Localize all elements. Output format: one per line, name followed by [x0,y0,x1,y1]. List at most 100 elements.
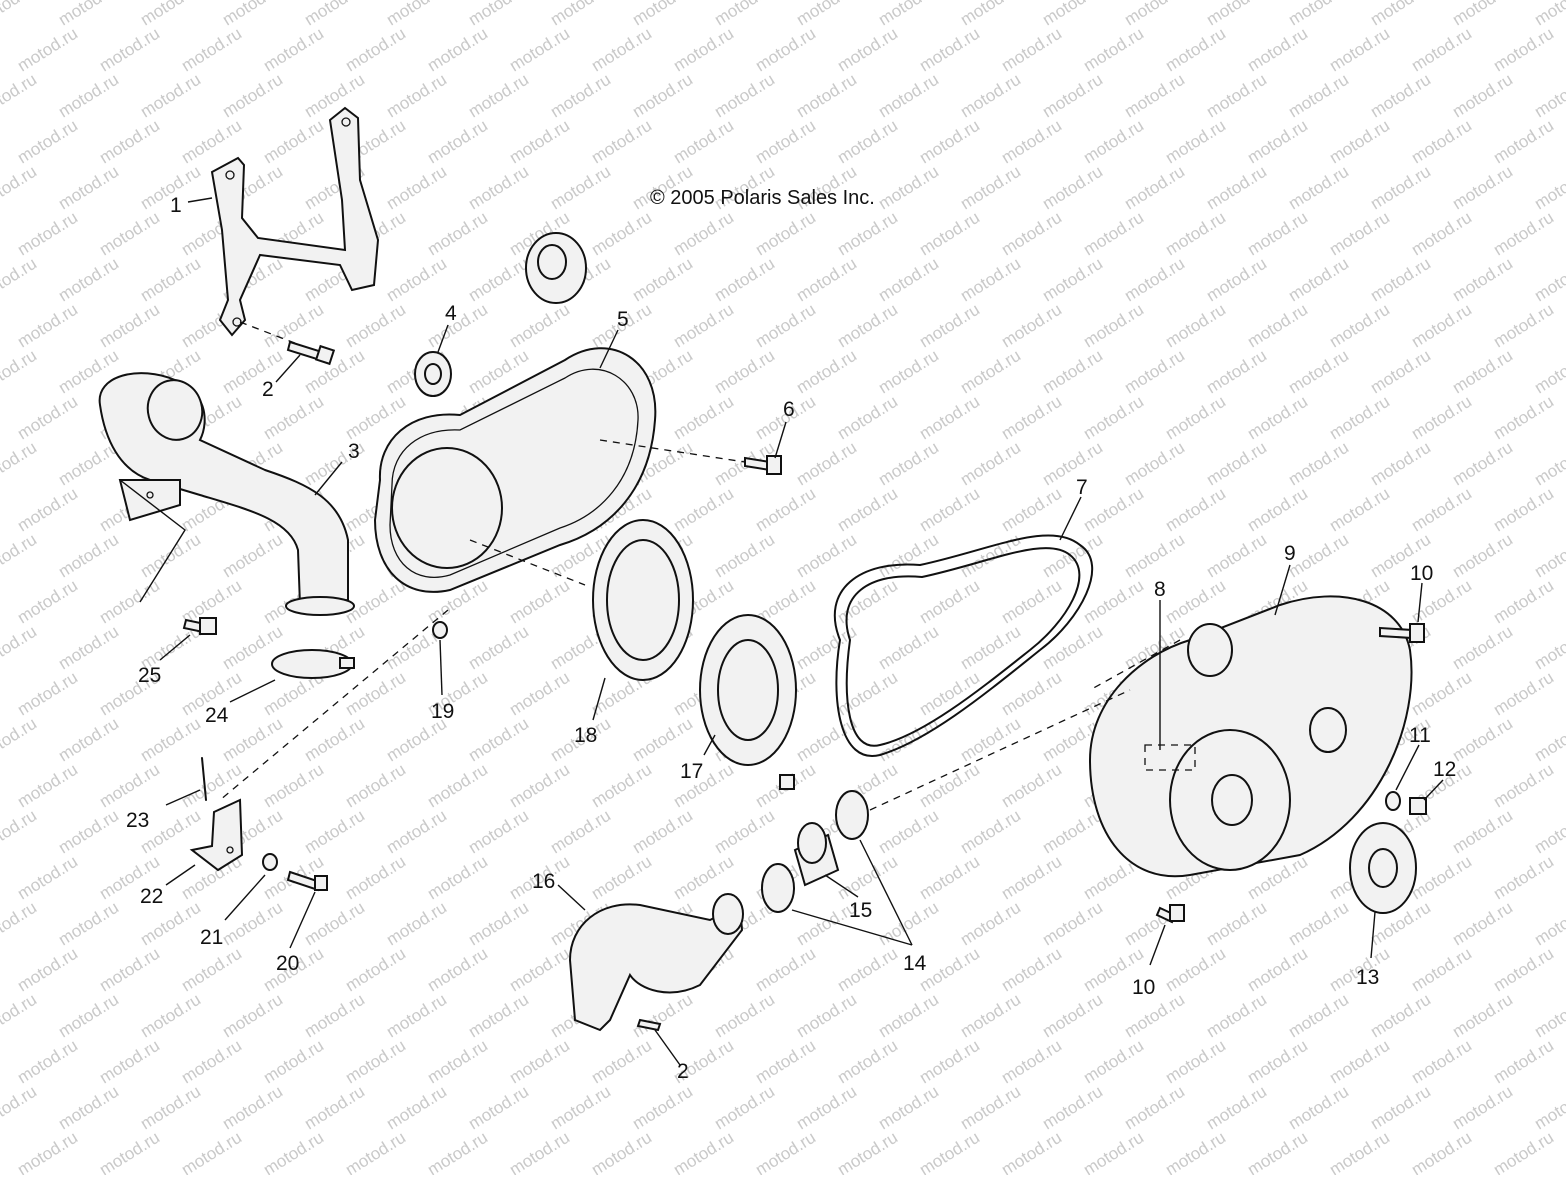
watermark-text: motod.ru [1162,576,1229,628]
part-14-clamp-left [761,863,795,913]
watermark-text: motod.ru [1490,392,1557,444]
part-20-bolt [286,870,328,892]
watermark-text: motod.ru [506,24,573,76]
watermark-text: motod.ru [957,346,1024,398]
watermark-text: motod.ru [1039,346,1106,398]
watermark-text: motod.ru [957,806,1024,858]
watermark-text: motod.ru [1326,300,1393,352]
watermark-text: motod.ru [1531,622,1566,674]
watermark-text: motod.ru [1162,24,1229,76]
watermark-text: motod.ru [55,1082,122,1134]
watermark-text: motod.ru [301,70,368,122]
watermark-text: motod.ru [55,622,122,674]
watermark-text: motod.ru [588,116,655,168]
watermark-text: motod.ru [1326,484,1393,536]
part-14-clamp-right [835,790,869,840]
watermark-text: motod.ru [1244,208,1311,260]
part-19-washer [432,621,448,639]
watermark-text: motod.ru [1162,944,1229,996]
watermark-text: motod.ru [793,530,860,582]
watermark-text: motod.ru [1080,24,1147,76]
assembly-line-19-22 [219,609,449,801]
watermark-text: motod.ru [1244,24,1311,76]
watermark-text: motod.ru [1326,208,1393,260]
callout-10-bottom: 10 [1132,976,1155,999]
watermark-text: motod.ru [957,990,1024,1042]
watermark-text: motod.ru [1162,392,1229,444]
watermark-text: motod.ru [465,714,532,766]
watermark-text: motod.ru [1039,622,1106,674]
watermark-text: motod.ru [752,944,819,996]
watermark-text: motod.ru [752,300,819,352]
watermark-text: motod.ru [916,300,983,352]
callout-2-top: 2 [262,378,274,401]
watermark-text: motod.ru [55,254,122,306]
watermark-text: motod.ru [998,760,1065,812]
watermark-text: motod.ru [875,70,942,122]
watermark-text: motod.ru [1531,898,1566,950]
assembly-line-9-outlet [1089,639,1181,691]
watermark-text: motod.ru [1490,852,1557,904]
watermark-text: motod.ru [916,1036,983,1088]
watermark-text: motod.ru [1121,438,1188,490]
callout-18: 18 [574,724,597,747]
watermark-text: motod.ru [998,852,1065,904]
part-1-bracket [210,106,380,346]
watermark-text: motod.ru [1285,898,1352,950]
callout-11: 11 [1409,724,1431,747]
watermark-text: motod.ru [998,1128,1065,1175]
watermark-text: motod.ru [260,760,327,812]
watermark-text: motod.ru [1367,438,1434,490]
watermark-text: motod.ru [834,300,901,352]
watermark-text: motod.ru [1162,484,1229,536]
watermark-text: motod.ru [1203,438,1270,490]
watermark-text: motod.ru [834,1036,901,1088]
watermark-text: motod.ru [1449,714,1516,766]
watermark-text: motod.ru [14,116,81,168]
callout-22: 22 [140,885,163,908]
watermark-text: motod.ru [1531,0,1566,29]
watermark-text: motod.ru [1203,70,1270,122]
watermark-text: motod.ru [1121,346,1188,398]
watermark-text: motod.ru [1039,438,1106,490]
watermark-text: motod.ru [1244,1036,1311,1088]
watermark-text: motod.ru [342,24,409,76]
watermark-text: motod.ru [0,714,40,766]
watermark-text: motod.ru [219,70,286,122]
watermark-text: motod.ru [1244,944,1311,996]
watermark-text: motod.ru [14,1036,81,1088]
watermark-text: motod.ru [137,530,204,582]
part-7-drive-belt [833,534,1094,758]
watermark-text: motod.ru [875,346,942,398]
watermark-text: motod.ru [14,484,81,536]
watermark-text: motod.ru [96,300,163,352]
watermark-text: motod.ru [260,1036,327,1088]
part-4-seal [414,351,452,397]
watermark-text: motod.ru [1367,70,1434,122]
watermark-text: motod.ru [506,116,573,168]
watermark-text: motod.ru [916,576,983,628]
assembly-line-14-9 [869,689,1131,811]
watermark-text: motod.ru [1203,990,1270,1042]
watermark-text: motod.ru [1531,70,1566,122]
watermark-text: motod.ru [1039,990,1106,1042]
watermark-text: motod.ru [96,1036,163,1088]
watermark-text: motod.ru [96,576,163,628]
watermark-text: motod.ru [629,254,696,306]
watermark-text: motod.ru [711,806,778,858]
part-12-nut [1409,797,1427,815]
watermark-text: motod.ru [55,898,122,950]
watermark-text: motod.ru [1449,990,1516,1042]
watermark-text: motod.ru [1531,254,1566,306]
watermark-text: motod.ru [1203,162,1270,214]
watermark-text: motod.ru [916,760,983,812]
watermark-text: motod.ru [506,1036,573,1088]
watermark-text: motod.ru [14,668,81,720]
watermark-text: motod.ru [1367,162,1434,214]
watermark-text: motod.ru [14,208,81,260]
watermark-text: motod.ru [1490,668,1557,720]
watermark-text: motod.ru [670,300,737,352]
watermark-text: motod.ru [96,1128,163,1175]
watermark-text: motod.ru [875,0,942,29]
